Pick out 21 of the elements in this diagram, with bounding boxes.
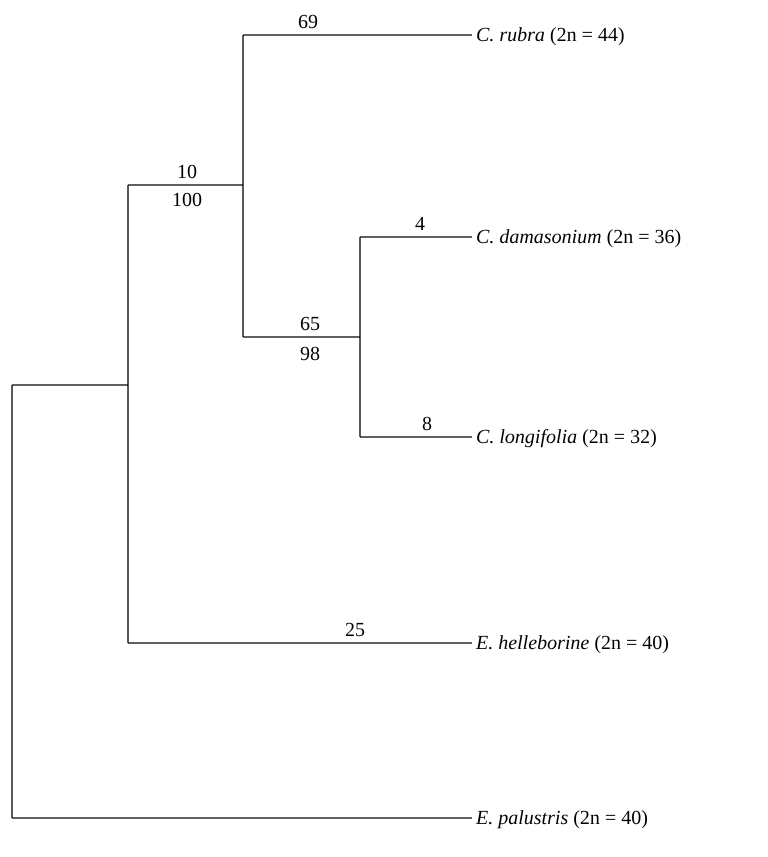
tree-branch [243, 34, 472, 36]
taxon-label: C. damasonium (2n = 36) [472, 225, 682, 249]
tree-branch [243, 336, 360, 338]
branch-value: 25 [345, 619, 365, 641]
support-value: 100 [172, 189, 202, 211]
tree-branch [360, 236, 472, 238]
tree-branch [360, 436, 472, 438]
taxon-label: C. longifolia (2n = 32) [472, 425, 657, 449]
tree-branch [128, 642, 472, 644]
taxon-label: C. rubra (2n = 44) [472, 23, 625, 47]
tree-branch [128, 184, 243, 186]
tree-branch [12, 817, 472, 819]
taxon-label: E. helleborine (2n = 40) [472, 631, 669, 655]
support-value: 98 [300, 343, 320, 365]
branch-value: 4 [415, 213, 425, 235]
tree-branch [12, 384, 128, 386]
branch-value: 8 [422, 413, 432, 435]
branch-value: 69 [298, 11, 318, 33]
branch-value: 10 [177, 161, 197, 183]
branch-value: 65 [300, 313, 320, 335]
taxon-label: E. palustris (2n = 40) [472, 806, 648, 830]
